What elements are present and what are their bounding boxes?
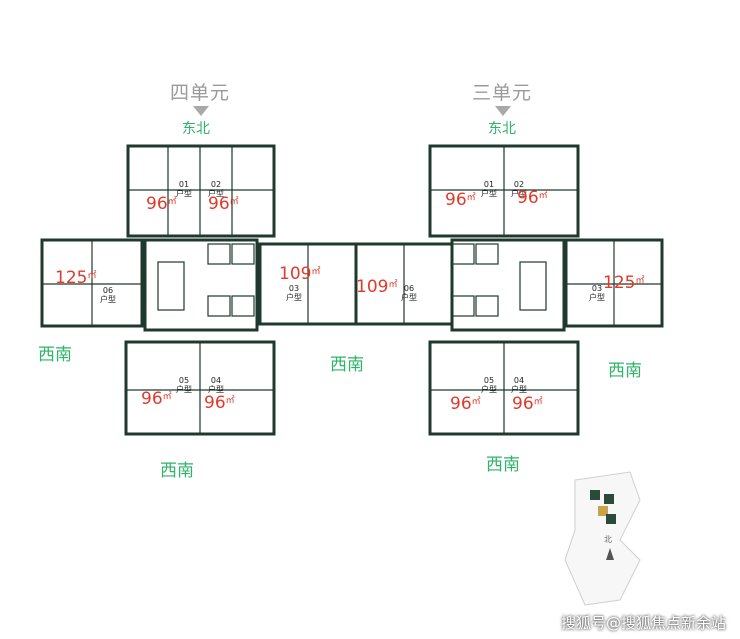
u3-area-01: 96㎡: [445, 190, 476, 210]
u3-area-05: 96㎡: [450, 394, 481, 414]
unit3-marker-icon: [495, 106, 511, 116]
unit4-upper-wing: [126, 144, 276, 238]
u3-area-02: 96㎡: [517, 188, 548, 208]
u4-area-02: 96㎡: [208, 194, 239, 214]
unit4-marker-icon: [193, 106, 209, 116]
site-map: [564, 471, 641, 606]
unit4-north-label: 东北: [182, 121, 210, 137]
unit3-title: 三单元: [472, 82, 533, 104]
compass-label: 北: [604, 535, 612, 544]
unit3-north-label: 东北: [488, 121, 516, 137]
sw-label-right: 西南: [608, 361, 642, 381]
sw-label-center: 西南: [330, 355, 364, 375]
u3-area-06: 109㎡: [356, 277, 398, 297]
u4-area-04: 96㎡: [204, 393, 235, 413]
sw-label-unit3-bottom: 西南: [486, 455, 520, 475]
unit4-title: 四单元: [170, 82, 231, 104]
u3-area-03: 125㎡: [603, 273, 645, 293]
u3-area-04: 96㎡: [512, 394, 543, 414]
sw-label-left: 西南: [38, 345, 72, 365]
unit4-core: [143, 238, 259, 332]
watermark: 搜狐号@搜狐焦点新余站: [560, 614, 726, 632]
u4-area-06: 125㎡: [55, 268, 97, 288]
unit3-core: [450, 238, 566, 332]
u4-area-01: 96㎡: [146, 194, 177, 214]
sw-label-unit4-bottom: 西南: [160, 461, 194, 481]
u4-area-05: 96㎡: [141, 389, 172, 409]
u4-area-03: 109㎡: [279, 264, 321, 284]
